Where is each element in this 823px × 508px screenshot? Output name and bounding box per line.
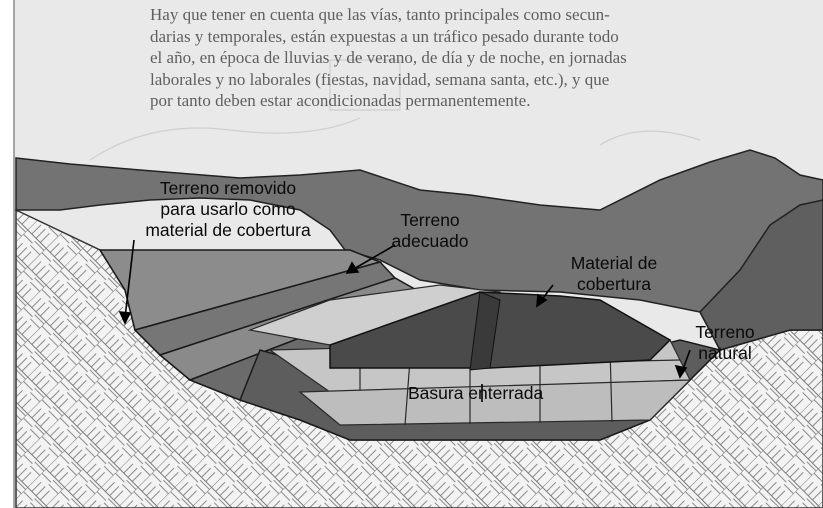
label-line: Basura enterrada: [408, 383, 588, 404]
intro-line: Hay que tener en cuenta que las vías, ta…: [150, 4, 810, 26]
label-line: natural: [680, 343, 770, 364]
label-natural-terrain: Terreno natural: [680, 322, 770, 364]
label-line: cobertura: [554, 274, 674, 295]
intro-line: darias y temporales, están expuestas a u…: [150, 26, 810, 48]
label-line: Terreno removido: [128, 178, 328, 199]
label-removed-soil: Terreno removido para usarlo como materi…: [128, 178, 328, 241]
label-line: Material de: [554, 253, 674, 274]
label-cover-material: Material de cobertura: [554, 253, 674, 295]
intro-line: laborales y no laborales (fiestas, navid…: [150, 69, 810, 91]
label-buried-waste: Basura enterrada: [408, 383, 588, 404]
label-line: material de cobertura: [128, 220, 328, 241]
page-edge: [0, 0, 14, 508]
intro-line: el año, en época de lluvias y de verano,…: [150, 47, 810, 69]
label-line: Terreno: [680, 322, 770, 343]
label-line: adecuado: [380, 231, 480, 252]
label-adequate-terrain: Terreno adecuado: [380, 210, 480, 252]
intro-line: por tanto deben estar acondicionadas per…: [150, 90, 810, 112]
intro-paragraph: Hay que tener en cuenta que las vías, ta…: [150, 4, 810, 112]
label-line: para usarlo como: [128, 199, 328, 220]
label-line: Terreno: [380, 210, 480, 231]
